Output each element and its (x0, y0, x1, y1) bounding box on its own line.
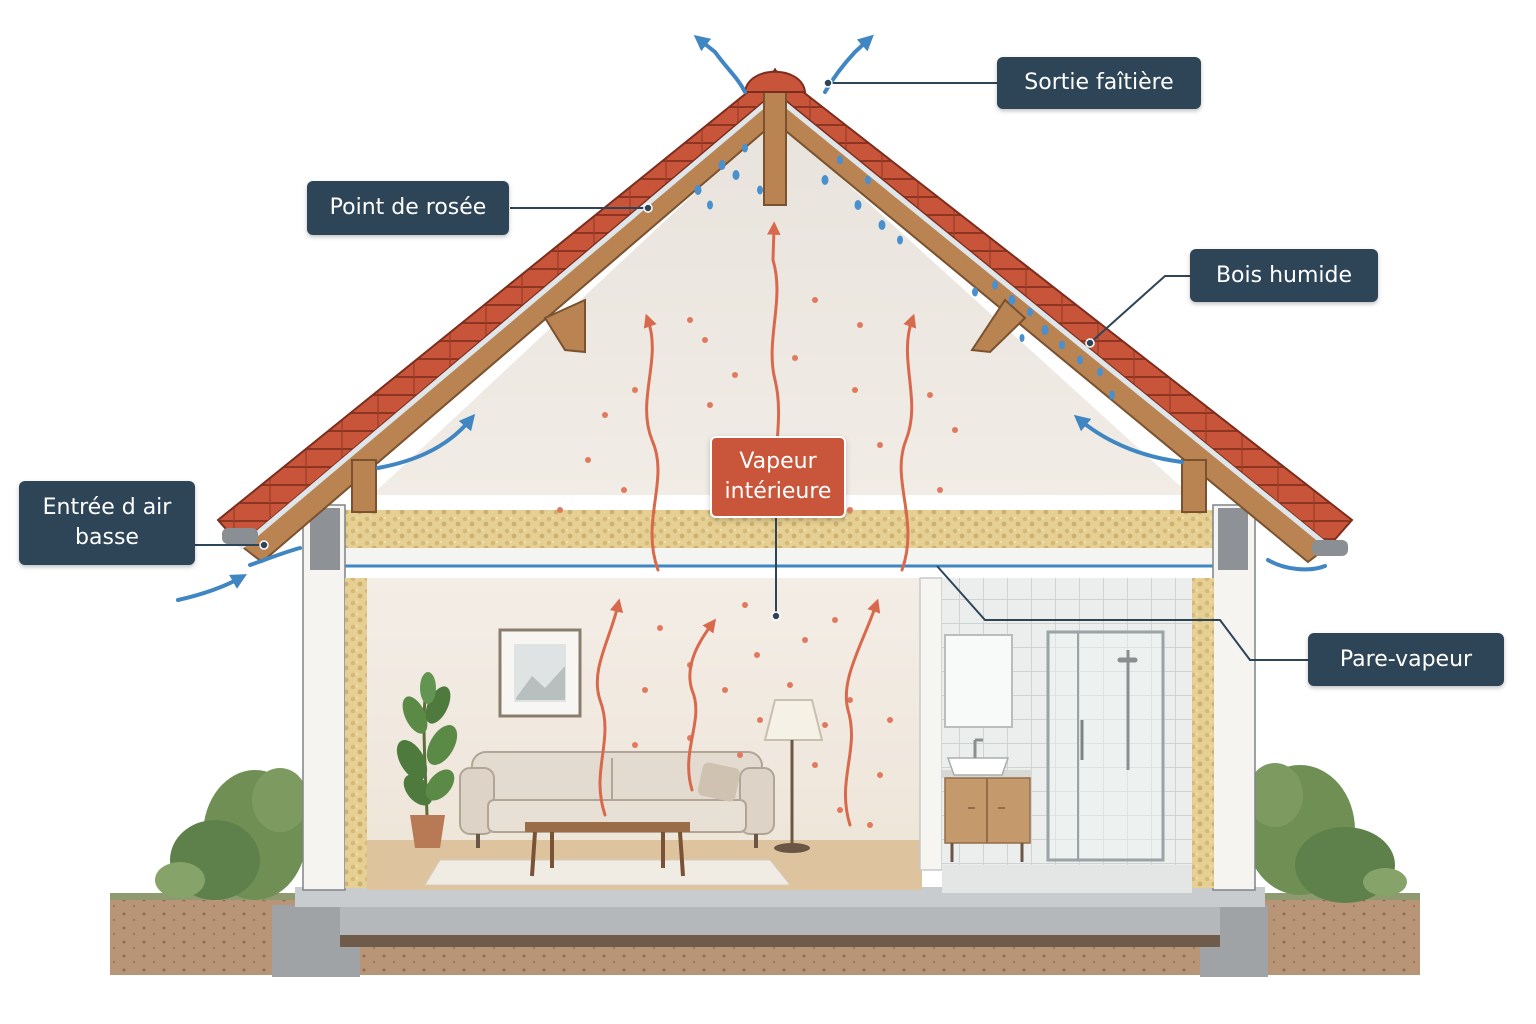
roof (216, 67, 1354, 564)
foundation (272, 887, 1268, 977)
label-wet-wood: Bois humide (1190, 249, 1378, 302)
water-droplet-icon (694, 143, 1115, 400)
outer-walls (302, 504, 1256, 891)
bush-right (1245, 763, 1407, 903)
label-dew-point: Point de rosée (307, 181, 509, 235)
label-air-inlet-line2: basse (75, 525, 139, 550)
blue-curved-arrow-icon (176, 34, 1327, 602)
label-air-inlet: Entrée d air basse (19, 481, 195, 565)
bathroom (942, 578, 1192, 893)
label-interior-vapor: Vapeur intérieure (710, 436, 846, 518)
partition-wall (919, 577, 943, 871)
label-air-inlet-line1: Entrée d air (42, 495, 172, 520)
living-room (367, 578, 922, 890)
leader-dots (259, 78, 1095, 621)
label-vapor-barrier: Pare-vapeur (1308, 633, 1504, 686)
leader-lines (195, 82, 1308, 661)
bush-left (155, 768, 308, 900)
red-wavy-arrow-icon (595, 221, 917, 827)
label-ridge-exit: Sortie faîtière (997, 57, 1201, 109)
attic-space (372, 118, 1190, 495)
label-interior-vapor-line2: intérieure (724, 479, 832, 504)
label-interior-vapor-line1: Vapeur (739, 449, 817, 474)
